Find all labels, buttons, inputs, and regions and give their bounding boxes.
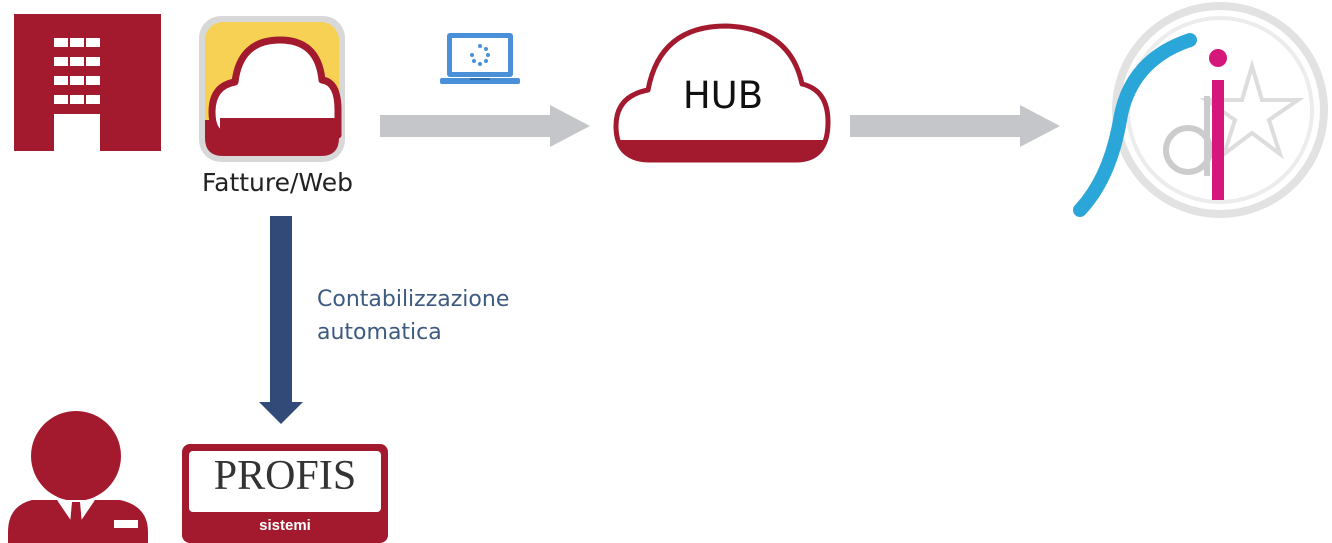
laptop-icon xyxy=(440,33,520,84)
fatture-web-app-icon xyxy=(199,16,345,162)
arrow-fatture-to-profis xyxy=(259,216,303,424)
contabilizzazione-label-line2: automatica xyxy=(317,320,442,345)
profis-subtitle: sistemi xyxy=(259,517,311,534)
hub-label: HUB xyxy=(682,74,764,117)
profis-title: PROFIS xyxy=(213,453,357,499)
contabilizzazione-label-line1: Contabilizzazione xyxy=(317,287,510,312)
profis-logo xyxy=(182,444,388,543)
building-icon xyxy=(14,14,161,151)
businessman-icon xyxy=(8,411,148,543)
fatture-web-label: Fatture/Web xyxy=(202,168,353,197)
arrow-fatture-to-hub xyxy=(380,105,590,147)
sdi-logo-icon xyxy=(1073,2,1328,218)
contabilizzazione-label: Contabilizzazione automatica xyxy=(317,283,557,349)
hub-cloud xyxy=(613,23,831,163)
arrow-hub-to-sdi xyxy=(850,105,1060,147)
